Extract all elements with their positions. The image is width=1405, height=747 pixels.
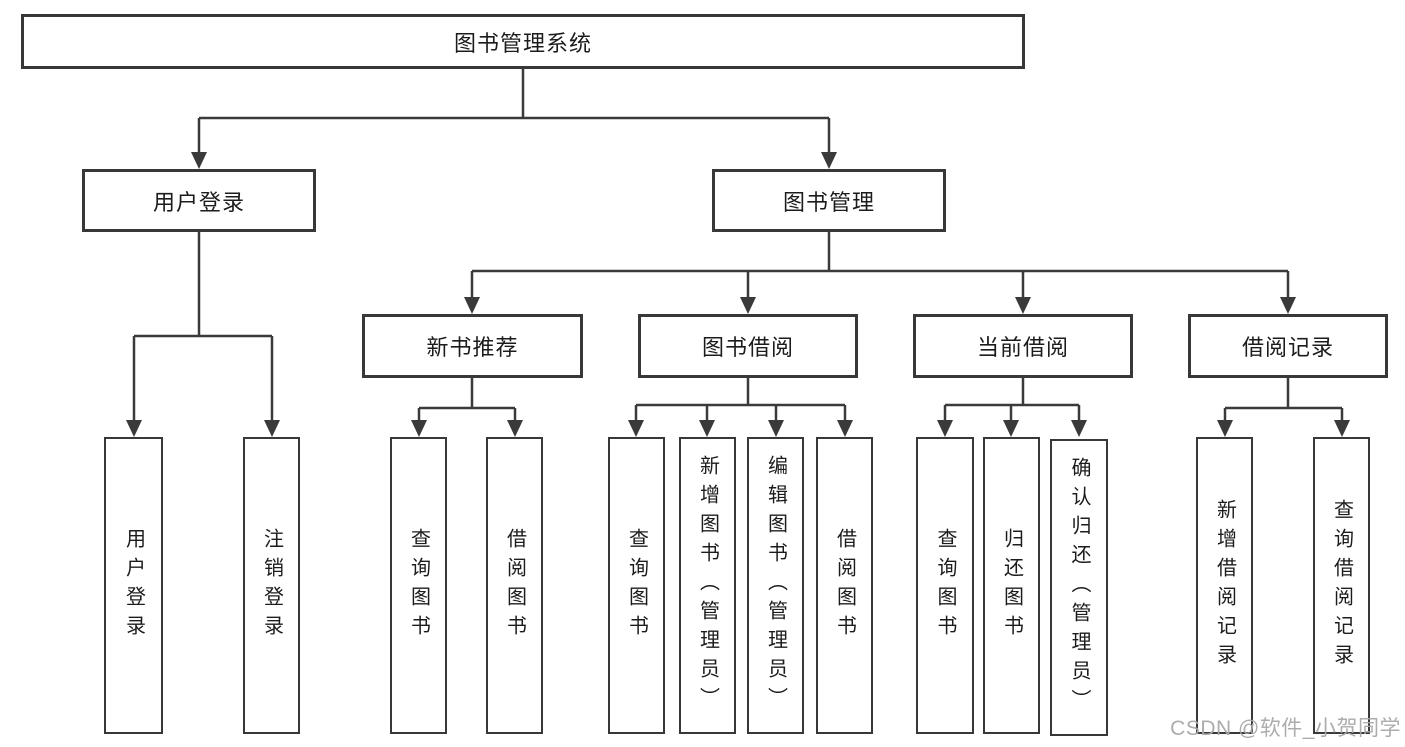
leaf-label: 借阅图书 — [833, 527, 856, 644]
leaf-user-login: 用户登录 — [104, 437, 163, 734]
leaf-label: 新增图书（管理员） — [696, 455, 719, 716]
connector-segments — [132, 69, 1344, 421]
node-book-borrowing: 图书借阅 — [638, 314, 858, 378]
leaf-query-books-2: 查询图书 — [608, 437, 665, 734]
leaf-label: 查询图书 — [407, 527, 430, 644]
leaf-logout: 注销登录 — [243, 437, 300, 734]
node-new-book-recommend: 新书推荐 — [362, 314, 583, 378]
node-book-management-branch: 图书管理 — [712, 169, 946, 232]
leaf-confirm-return-admin: 确认归还（管理员） — [1050, 439, 1108, 736]
leaf-label: 新增借阅记录 — [1213, 498, 1236, 673]
node-user-login-branch: 用户登录 — [82, 169, 316, 232]
node-root-system: 图书管理系统 — [21, 14, 1025, 69]
leaf-label: 归还图书 — [1000, 527, 1023, 644]
node-current-borrowing: 当前借阅 — [913, 314, 1133, 378]
leaf-label: 用户登录 — [122, 527, 145, 644]
arrowheads — [126, 152, 1350, 437]
leaf-query-borrow-record: 查询借阅记录 — [1313, 437, 1370, 734]
leaf-return-book: 归还图书 — [983, 437, 1040, 734]
leaf-label: 查询图书 — [625, 527, 648, 644]
node-borrowing-records: 借阅记录 — [1188, 314, 1388, 378]
leaf-label: 查询借阅记录 — [1330, 498, 1353, 673]
leaf-edit-book-admin: 编辑图书（管理员） — [747, 437, 804, 734]
leaf-add-book-admin: 新增图书（管理员） — [679, 437, 736, 734]
csdn-watermark: CSDN @软件_小贺同学 — [1170, 717, 1401, 740]
leaf-query-books-1: 查询图书 — [390, 437, 447, 734]
leaf-add-borrow-record: 新增借阅记录 — [1196, 437, 1253, 734]
leaf-label: 确认归还（管理员） — [1068, 457, 1090, 718]
leaf-label: 注销登录 — [260, 527, 283, 644]
leaf-borrow-books-1: 借阅图书 — [486, 437, 543, 734]
leaf-label: 编辑图书（管理员） — [764, 455, 787, 716]
leaf-label: 借阅图书 — [503, 527, 526, 644]
leaf-label: 查询图书 — [934, 527, 956, 644]
leaf-borrow-books-2: 借阅图书 — [816, 437, 873, 734]
leaf-query-books-3: 查询图书 — [916, 437, 974, 734]
